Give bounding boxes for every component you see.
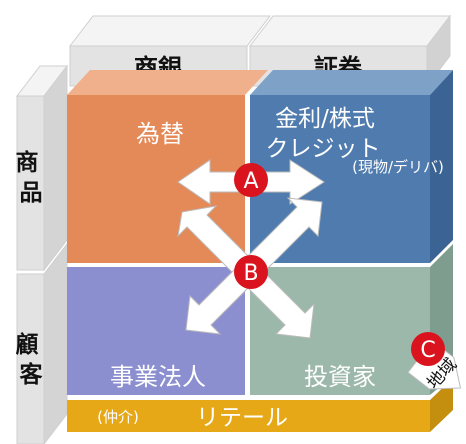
row-header-customer-char-2: 客 xyxy=(20,361,44,388)
row-header-customer: 顧 客 xyxy=(15,242,68,444)
cell-fx: 為替 xyxy=(67,70,268,263)
marker-a: A xyxy=(234,163,268,197)
marker-c-label: C xyxy=(420,338,435,363)
cell-fx-label: 為替 xyxy=(136,120,184,148)
cell-investor-label: 投資家 xyxy=(304,363,376,391)
row-header-product-char-2: 品 xyxy=(20,180,43,206)
retail-note: (仲介) xyxy=(97,408,139,426)
row-header-product: 商 品 xyxy=(15,64,69,272)
row-header-customer-label: 顧 客 xyxy=(15,331,46,388)
cell-rates-label-line2: クレジット xyxy=(266,136,381,162)
cell-rates-label-line1: 金利/株式 xyxy=(275,106,375,132)
row-header-customer-char-1: 顧 xyxy=(15,331,38,358)
cell-rates-note: (現物/デリバ) xyxy=(352,158,444,176)
retail-label: リテール xyxy=(196,405,288,431)
row-header-product-label: 商 品 xyxy=(15,149,46,206)
retail-bar: (仲介) リテール xyxy=(67,378,453,432)
marker-b: B xyxy=(234,255,268,289)
marker-c: C xyxy=(411,332,445,366)
cell-corporate-label: 事業法人 xyxy=(110,363,206,391)
marker-b-label: B xyxy=(243,261,258,286)
marker-a-label: A xyxy=(243,169,258,194)
row-header-product-char-1: 商 xyxy=(15,149,38,176)
